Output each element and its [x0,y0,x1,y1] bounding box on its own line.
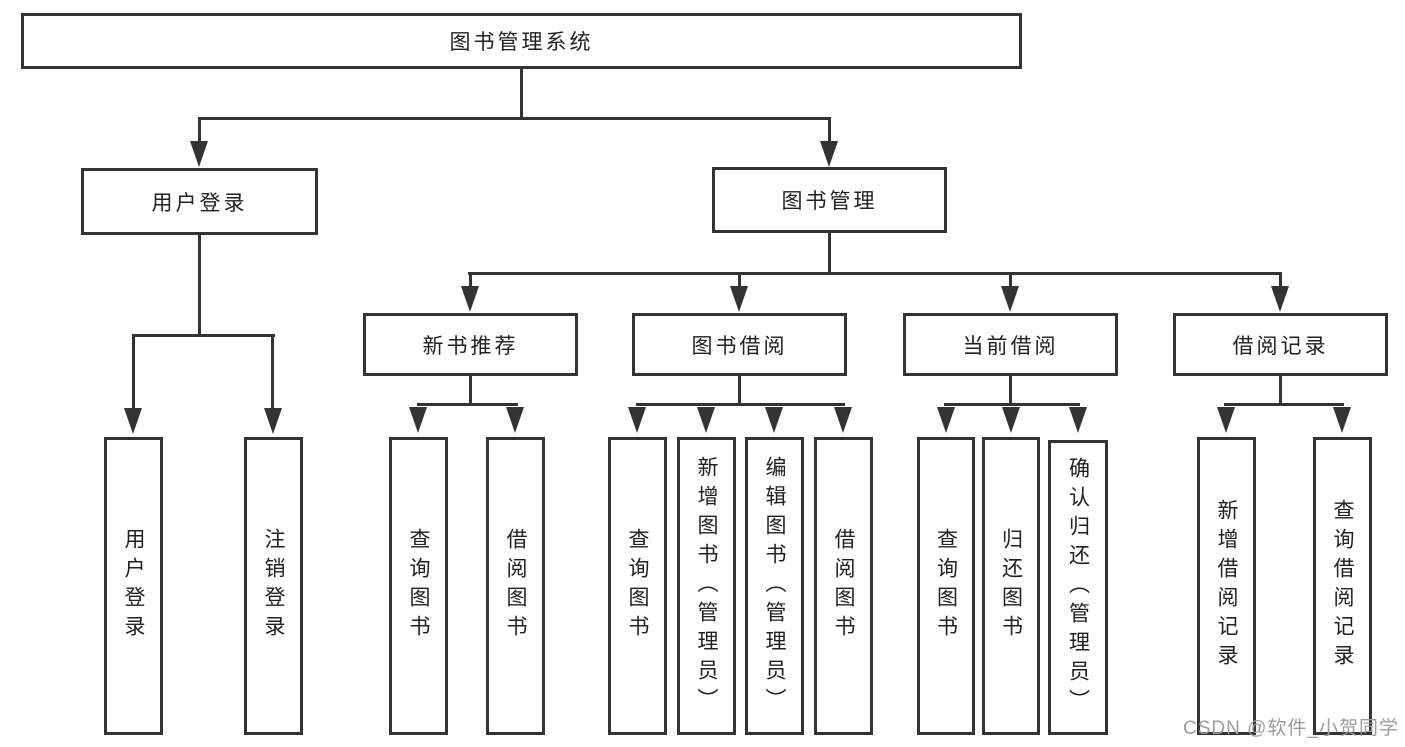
node-user-login: 用户登录 [81,168,318,235]
leaf-query-books-current: 查询图书 [917,437,975,735]
arrowhead-down-icon [190,141,208,167]
node-current-borrowing: 当前借阅 [903,313,1118,376]
leaf-query-books-recommend: 查询图书 [389,437,448,735]
connector-line [738,375,741,405]
arrowhead-down-icon [409,407,427,433]
arrowhead-down-icon [124,408,142,434]
arrowhead-down-icon [1333,407,1351,433]
arrowhead-down-icon [697,407,715,433]
leaf-add-books-admin: 新增图书（管理员） [677,437,736,735]
leaf-query-borrow-record: 查询借阅记录 [1313,437,1372,735]
arrowhead-down-icon [765,407,783,433]
connector-line [1224,403,1344,406]
connector-line [1279,272,1282,288]
leaf-edit-books-admin: 编辑图书（管理员） [745,437,804,735]
arrowhead-down-icon [1069,407,1087,433]
node-book-borrowing: 图书借阅 [632,313,847,376]
leaf-user-login: 用户登录 [104,437,163,735]
leaf-query-books-borrowing: 查询图书 [608,437,667,735]
connector-line [198,117,201,143]
connector-line [417,403,518,406]
connector-line [198,233,201,336]
node-new-book-recommend: 新书推荐 [363,313,578,376]
arrowhead-down-icon [264,408,282,434]
arrowhead-down-icon [1001,286,1019,312]
connector-line [738,272,741,288]
leaf-borrow-books-recommend: 借阅图书 [486,437,545,735]
arrowhead-down-icon [834,407,852,433]
arrowhead-down-icon [1217,407,1235,433]
node-borrowing-records: 借阅记录 [1173,313,1388,376]
connector-line [520,69,523,117]
connector-line [1009,375,1012,405]
leaf-logout: 注销登录 [244,437,303,735]
node-book-management-system: 图书管理系统 [21,13,1022,69]
leaf-borrow-books: 借阅图书 [814,437,873,735]
connector-line [198,117,831,120]
csdn-watermark: CSDN @软件_小贺同学 [1183,718,1399,739]
arrowhead-down-icon [461,286,479,312]
connector-line [944,403,1080,406]
arrowhead-down-icon [628,407,646,433]
connector-line [271,334,274,410]
connector-line [468,272,1282,275]
leaf-add-borrow-record: 新增借阅记录 [1197,437,1256,735]
node-book-management: 图书管理 [712,167,947,233]
connector-line [828,117,831,143]
arrowhead-down-icon [1271,286,1289,312]
arrowhead-down-icon [1002,407,1020,433]
connector-line [828,231,831,274]
connector-line [469,272,472,288]
arrowhead-down-icon [937,407,955,433]
leaf-return-books: 归还图书 [982,437,1040,735]
connector-line [636,403,845,406]
arrowhead-down-icon [730,286,748,312]
connector-line [132,334,135,410]
leaf-confirm-return-admin: 确认归还（管理员） [1048,440,1108,735]
arrowhead-down-icon [506,407,524,433]
connector-line [469,375,472,405]
connector-line [1009,272,1012,288]
connector-line [132,334,275,337]
connector-line [1279,375,1282,405]
arrowhead-down-icon [820,141,838,167]
